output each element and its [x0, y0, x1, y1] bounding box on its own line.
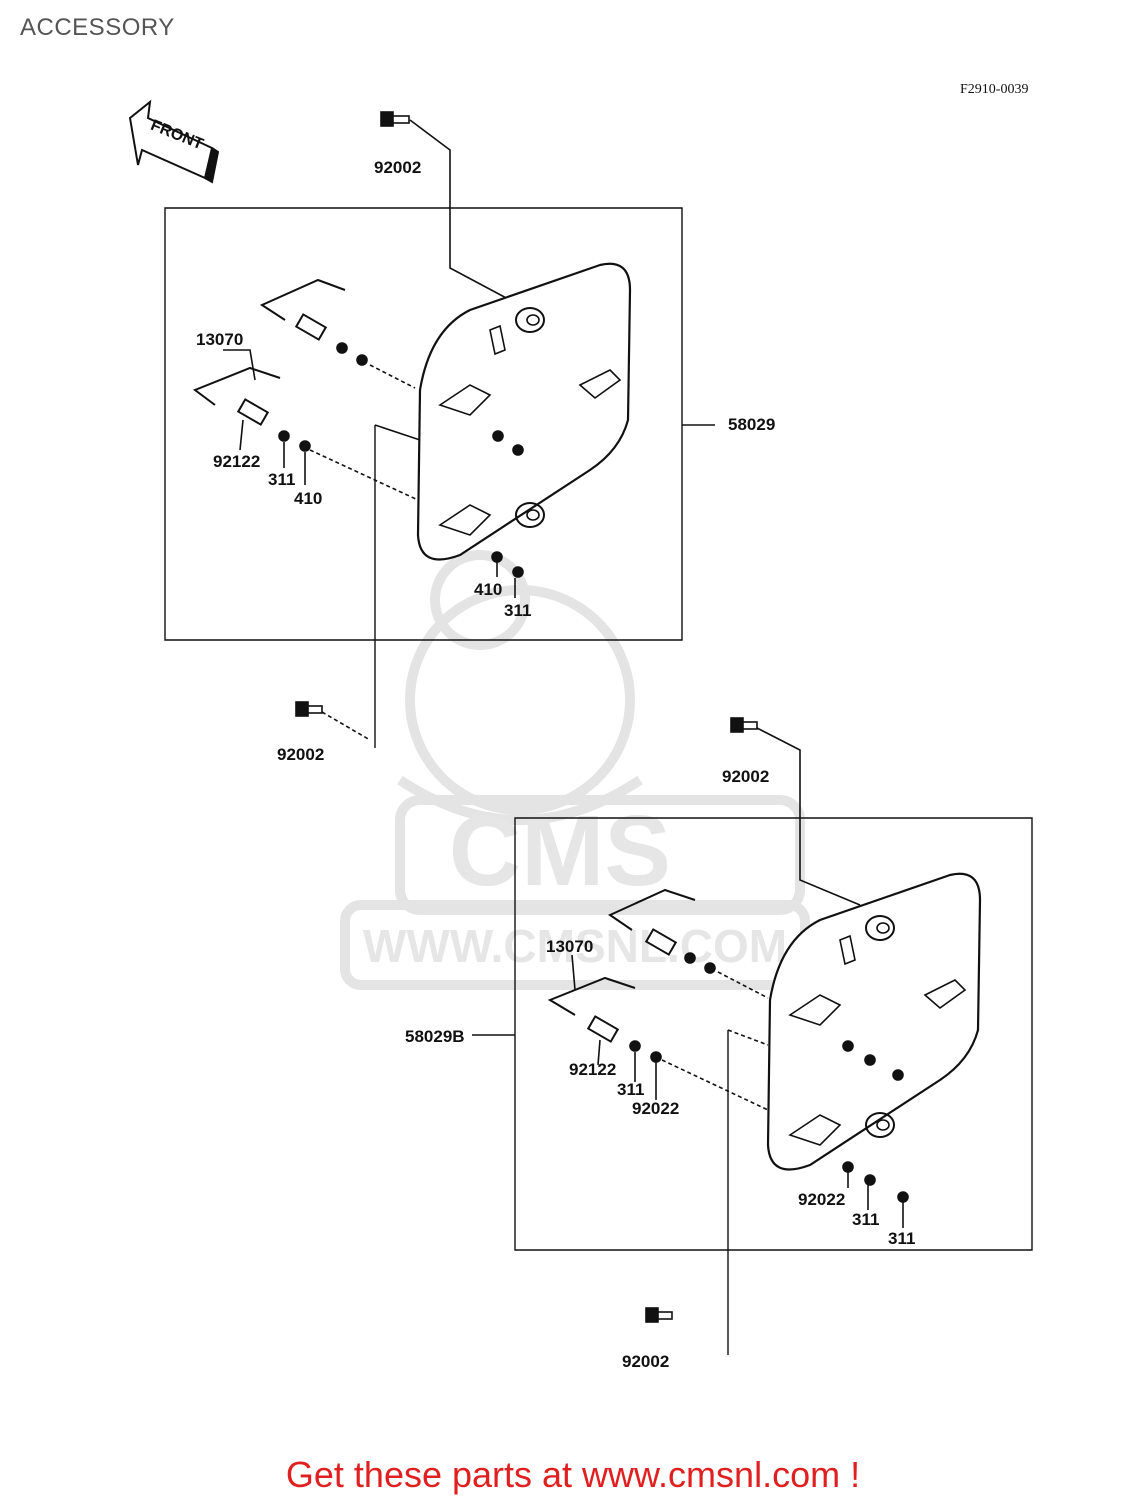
part-label: 311 — [852, 1210, 880, 1229]
bolt-icon — [295, 701, 323, 717]
part-label: 92122 — [213, 452, 261, 471]
part-label: 311 — [617, 1080, 645, 1099]
part-label: 92002 — [722, 767, 770, 786]
part-label: 58029B — [405, 1027, 465, 1046]
figure-code: F2910-0039 — [960, 82, 1029, 97]
upper-assembly — [164, 111, 715, 748]
part-label: 92002 — [622, 1352, 670, 1371]
part-label: 58029 — [728, 415, 776, 434]
bolt-icon — [730, 717, 758, 733]
part-label: 311 — [888, 1229, 916, 1248]
part-label: 410 — [294, 489, 323, 508]
lower-assembly — [472, 717, 1033, 1355]
cta-link[interactable]: Get these parts at www.cmsnl.com ! — [285, 1454, 861, 1495]
front-arrow-icon — [128, 99, 220, 184]
part-label: 92022 — [798, 1190, 846, 1209]
part-label: 92002 — [374, 158, 422, 177]
part-label: 410 — [474, 580, 503, 599]
watermark-url: WWW.CMSNL.COM — [363, 920, 787, 972]
bolt-icon — [380, 111, 410, 127]
part-label: 311 — [504, 601, 532, 620]
page-title: ACCESSORY — [20, 14, 175, 41]
part-label: 311 — [268, 470, 296, 489]
part-label: 92122 — [569, 1060, 617, 1079]
part-label: 13070 — [546, 937, 594, 956]
part-label: 13070 — [196, 330, 244, 349]
bracket-plate — [766, 872, 982, 1171]
part-label: 92002 — [277, 745, 325, 764]
bracket-plate — [416, 262, 632, 561]
part-label: 92022 — [632, 1099, 680, 1118]
bolt-icon — [645, 1307, 673, 1323]
watermark-brand: CMS — [449, 795, 671, 907]
